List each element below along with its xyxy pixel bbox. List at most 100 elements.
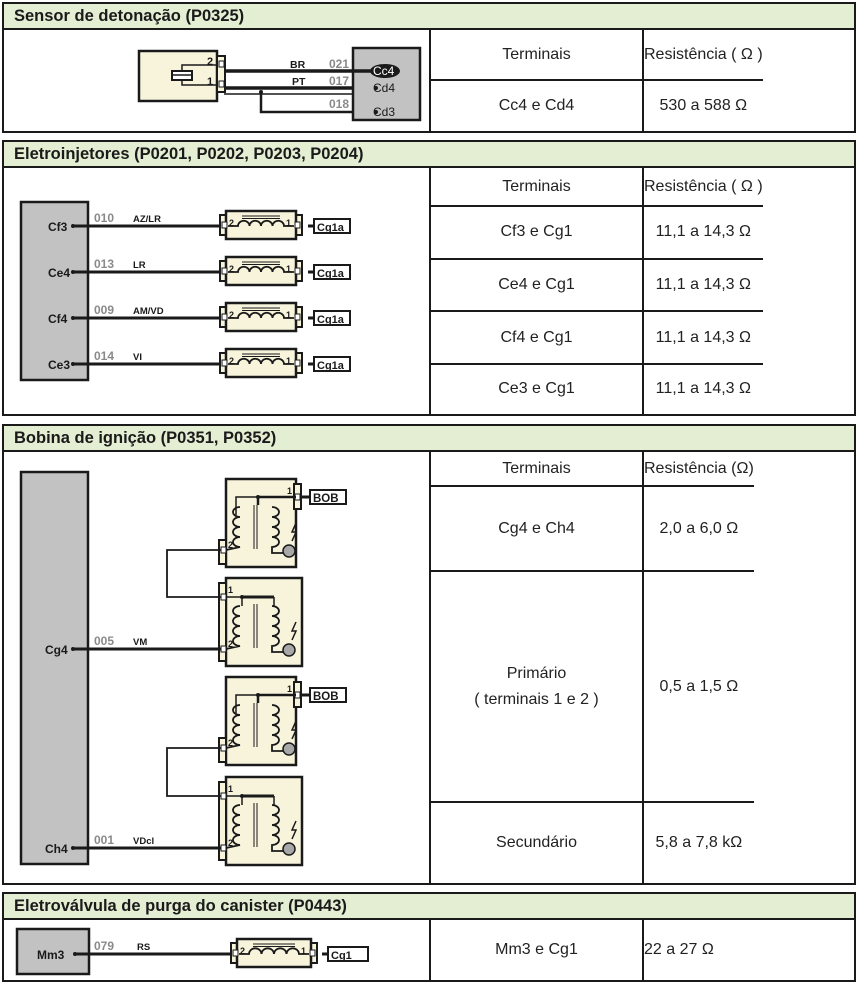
wire-color-label: RS	[137, 942, 150, 953]
pin-label: 1	[228, 585, 233, 595]
ecu-block	[351, 46, 422, 122]
coil-winding-icon	[228, 311, 294, 319]
section-injectors: Eletroinjetores (P0201, P0202, P0203, P0…	[2, 140, 856, 416]
ground-label: Cg1a	[317, 360, 345, 372]
ecu-pin-label: Ce3	[48, 358, 70, 372]
primary-winding-icon	[225, 804, 241, 849]
pin-terminal	[294, 267, 301, 275]
pin-terminal	[220, 645, 227, 653]
terminals-cell: Cf3 e Cg1	[429, 206, 643, 260]
table-row: Primário ( terminais 1 e 2 )0,5 a 1,5 Ω	[429, 571, 754, 803]
pin-label: 2	[229, 218, 234, 228]
pin-terminal	[220, 744, 227, 752]
ecu-pin-label: Cf3	[48, 220, 68, 234]
secondary-winding-icon	[271, 506, 286, 554]
wire-code-label: 014	[94, 349, 114, 363]
pin-label: 1	[287, 486, 292, 496]
ecu-pin-label: Ch4	[45, 842, 68, 856]
terminals-cell: Cg4 e Ch4	[429, 486, 643, 573]
pin-label: 2	[240, 946, 245, 956]
ignition-coil-body	[224, 477, 298, 569]
wire-018	[259, 92, 376, 114]
wire-code-label: 001	[94, 833, 114, 847]
spark-plug-icon	[282, 842, 296, 856]
secondary-winding-icon	[271, 704, 286, 752]
spark-icon	[290, 720, 298, 740]
terminals-cell: Ce4 e Cg1	[429, 258, 643, 313]
junction	[240, 595, 244, 599]
pin-terminal	[294, 313, 301, 321]
wire-color-label: LR	[133, 260, 146, 271]
terminals-cell: Mm3 e Cg1	[429, 920, 643, 980]
ground-tag	[327, 946, 369, 962]
pin-terminal	[220, 792, 227, 800]
wire-color-label: AM/VD	[133, 306, 164, 317]
table-header-row: Terminais Resistência (Ω)	[429, 452, 754, 487]
supply-tag	[309, 687, 347, 703]
ground-label: Cg1a	[317, 314, 345, 326]
secondary-winding-icon	[271, 804, 286, 852]
junction	[256, 495, 260, 499]
ground-label: Cg1a	[317, 268, 345, 280]
wire-code-label: 013	[94, 257, 114, 271]
column-header-resistance: Resistência (Ω)	[642, 452, 754, 487]
ground-label: Cg1a	[317, 222, 345, 234]
junction	[256, 693, 260, 697]
wire-code-label: 079	[94, 939, 114, 953]
section-header: Sensor de detonação (P0325)	[4, 4, 854, 30]
pin-label: 1	[286, 356, 291, 366]
resistance-cell: 11,1 a 14,3 Ω	[642, 206, 763, 260]
pin-terminal	[294, 359, 301, 367]
pin-label: 2	[229, 310, 234, 320]
wire-code-label: 009	[94, 303, 114, 317]
primary-winding-icon	[225, 704, 241, 749]
spark-icon	[290, 621, 298, 641]
pin-terminal	[294, 221, 301, 229]
supply-label: BOB	[313, 493, 339, 505]
ecu-pin-highlight	[370, 64, 400, 78]
pin-terminal	[220, 546, 227, 554]
table-header-row: Terminais Resistência ( Ω )	[429, 30, 763, 81]
pin-label: 2	[207, 56, 213, 68]
section-title: Eletroinjetores (P0201, P0202, P0203, P0…	[14, 145, 364, 163]
ecu-pin-label: Cd3	[373, 105, 395, 119]
wire-color-label: PT	[292, 76, 306, 88]
wire-code-label: 005	[94, 634, 114, 648]
spark-plug-icon	[282, 742, 296, 756]
spark-plug-icon	[282, 544, 296, 558]
terminals-cell: Cf4 e Cg1	[429, 311, 643, 365]
ecu-pin-label: Ce4	[48, 266, 70, 280]
table-header-row: Terminais Resistência ( Ω )	[429, 168, 763, 207]
pin-terminal	[309, 949, 316, 957]
pin-label: 1	[207, 76, 213, 88]
resistance-table: Terminais Resistência ( Ω ) Cc4 e Cd4 53…	[429, 30, 763, 131]
section-header: Bobina de ignição (P0351, P0352)	[4, 426, 854, 452]
terminals-cell: Secundário	[429, 801, 643, 883]
column-header-terminals: Terminais	[429, 168, 643, 207]
coil-winding-icon	[228, 265, 294, 273]
supply-label: BOB	[313, 691, 339, 703]
ecu-pin-label: Cf4	[48, 312, 68, 326]
pin-label: 1	[286, 310, 291, 320]
wire-color-label: VI	[133, 352, 142, 363]
resistance-cell: 11,1 a 14,3 Ω	[642, 363, 763, 414]
ecu-block	[19, 470, 90, 866]
wire-code-label: 018	[329, 97, 349, 111]
ecu-block	[19, 200, 90, 382]
coil-winding-icon	[228, 219, 294, 227]
ground-label: Cg1	[331, 950, 352, 962]
terminals-cell: Primário ( terminais 1 e 2 )	[429, 571, 643, 803]
wire-color-label: VDcl	[133, 836, 154, 847]
resistance-cell: 11,1 a 14,3 Ω	[642, 311, 763, 365]
pin-label: 2	[228, 639, 233, 649]
column-header-resistance: Resistência ( Ω )	[642, 30, 763, 81]
